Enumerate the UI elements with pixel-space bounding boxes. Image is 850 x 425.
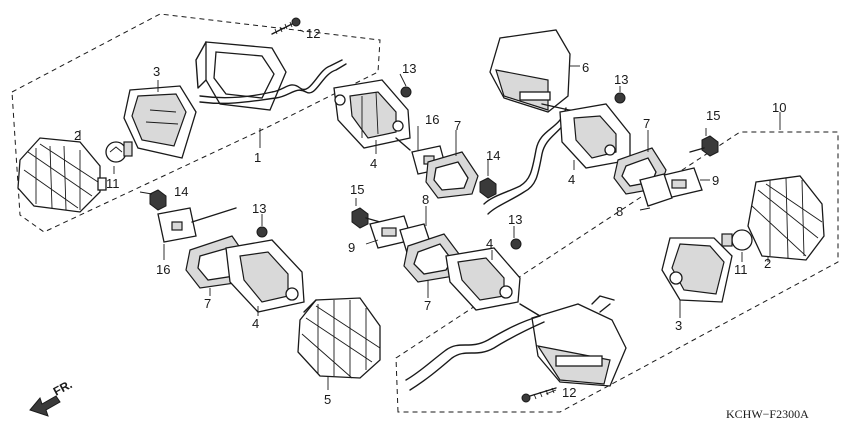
callout-9: 9 (712, 173, 719, 188)
collar-16-lower-left (157, 207, 237, 243)
callout-7: 7 (424, 298, 431, 313)
leader-lines (79, 29, 781, 395)
lens-front-right (747, 175, 825, 261)
bracket-assembly-left (195, 41, 347, 111)
stay-upper-right (559, 103, 631, 169)
callout-8: 8 (616, 204, 623, 219)
callout-12: 12 (562, 385, 576, 400)
screw-13-upper-center (400, 86, 412, 98)
callout-11: 11 (106, 176, 120, 191)
callout-16: 16 (156, 262, 170, 277)
group-box-1 (11, 13, 381, 233)
bulb-right (721, 229, 753, 251)
callout-4: 4 (568, 172, 575, 187)
fr-label: FR. (51, 377, 75, 398)
callout-2: 2 (74, 128, 81, 143)
callout-10: 10 (772, 100, 786, 115)
screw-13-lower-left (256, 226, 268, 238)
callout-7: 7 (204, 296, 211, 311)
wire-right (483, 107, 571, 215)
lens-rear-lower (519, 303, 627, 387)
callout-12: 12 (306, 26, 320, 41)
callout-11: 11 (734, 262, 748, 277)
bolt-14-upper-center (479, 177, 497, 199)
callout-14: 14 (174, 184, 188, 199)
callout-5: 5 (324, 392, 331, 407)
housing-right (661, 237, 733, 303)
stay-lower-left (225, 239, 305, 313)
callout-13: 13 (252, 201, 266, 216)
diagram-code: KCHW−F2300A (726, 407, 809, 421)
callout-14: 14 (486, 148, 500, 163)
callout-1: 1 (254, 150, 261, 165)
bolt-15-upper-right (689, 135, 719, 157)
callout-13: 13 (614, 72, 628, 87)
screw-12-top (271, 17, 301, 35)
bolt-15-center (351, 207, 381, 229)
lens-front-lower-left (297, 297, 381, 379)
callout-4: 4 (252, 316, 259, 331)
collar-8-upper-right (639, 173, 673, 207)
front-direction-arrow: FR. (29, 377, 75, 417)
callout-4: 4 (486, 236, 493, 251)
lens-front-left (17, 137, 107, 213)
wire-lower (405, 295, 615, 391)
gasket-7-upper-center (425, 151, 479, 199)
callout-7: 7 (643, 116, 650, 131)
stay-upper-center (333, 79, 411, 149)
callout-16: 16 (425, 112, 439, 127)
callout-3: 3 (153, 64, 160, 79)
screw-13-upper-right (614, 92, 626, 104)
callout-9: 9 (348, 240, 355, 255)
callout-8: 8 (422, 192, 429, 207)
callout-3: 3 (675, 318, 682, 333)
screw-13-center (510, 238, 522, 250)
callout-13: 13 (402, 61, 416, 76)
callout-13: 13 (508, 212, 522, 227)
lens-rear-right (489, 29, 579, 113)
callout-6: 6 (582, 60, 589, 75)
callout-2: 2 (764, 256, 771, 271)
screw-12-lower (521, 387, 557, 403)
bulb-left (105, 141, 133, 163)
stay-lower-center (445, 247, 521, 311)
bolt-14-lower-left (149, 189, 167, 211)
callout-15: 15 (350, 182, 364, 197)
callout-7: 7 (454, 118, 461, 133)
callout-4: 4 (370, 156, 377, 171)
housing-left (123, 85, 197, 159)
callout-15: 15 (706, 108, 720, 123)
group-box-10 (395, 131, 839, 413)
callouts: 2 11 3 1 12 13 4 16 7 14 6 13 4 7 15 9 8… (74, 26, 786, 407)
